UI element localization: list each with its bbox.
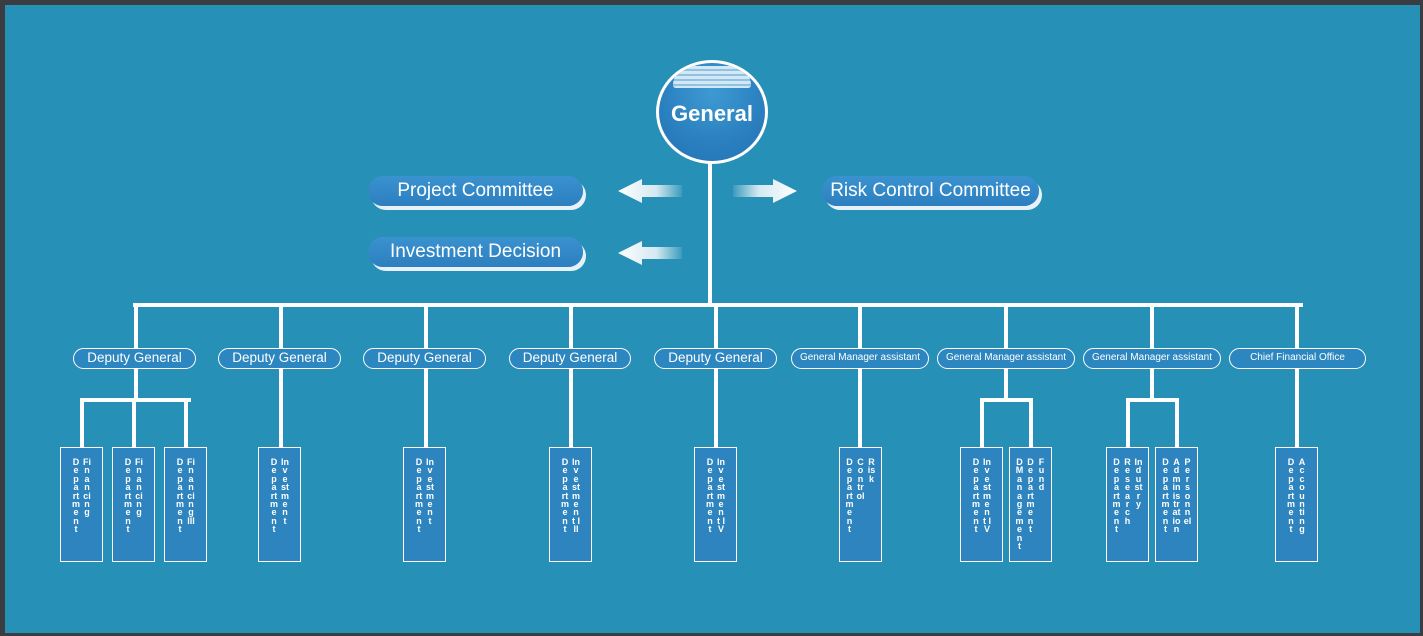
connector-line xyxy=(279,303,283,349)
risk-control-committee-box: Risk Control Committee xyxy=(822,176,1039,206)
deputy-general-node: Deputy General xyxy=(73,348,196,369)
general-manager-assistant-node: General Manager assistant xyxy=(937,348,1075,369)
department-name-column: Department xyxy=(845,457,854,535)
general-node: General xyxy=(656,60,768,164)
department-name-column: Investment xyxy=(281,457,290,526)
department-name-column: Control xyxy=(856,457,865,501)
connector-line xyxy=(184,398,188,448)
connector-line xyxy=(714,303,718,349)
arrow-right-icon xyxy=(733,179,797,203)
connector-horizontal-main xyxy=(133,303,1303,307)
department-name-column: Department xyxy=(176,457,185,535)
connector-line xyxy=(1150,303,1154,349)
connector-line xyxy=(1126,398,1130,448)
department-name-column: Department xyxy=(124,457,133,535)
department-name-column: DManagement xyxy=(1015,457,1024,552)
department-name-column: Department xyxy=(972,457,981,535)
department-name-column: Department xyxy=(1112,457,1121,535)
department-name-column: Research xyxy=(1124,457,1131,526)
investment-decision-box: Investment Decision xyxy=(368,237,583,267)
chief-financial-office-node: Chief Financial Office xyxy=(1229,348,1366,369)
connector-line xyxy=(1175,398,1179,448)
arrow-left-icon xyxy=(618,241,682,265)
department-name-column: Financing xyxy=(135,457,143,518)
connector-line xyxy=(132,398,136,448)
connector-line xyxy=(1295,367,1299,448)
department-name-column: Department xyxy=(415,457,424,535)
department-name-column: Administration xyxy=(1172,457,1181,535)
department-name-column: Department xyxy=(1026,457,1035,535)
arrow-left-icon xyxy=(618,179,682,203)
deputy-general-node: Deputy General xyxy=(509,348,631,369)
connector-line xyxy=(1004,367,1008,401)
department-name-column: Department xyxy=(1161,457,1170,535)
connector-line xyxy=(1004,303,1008,349)
department-name-column: Department xyxy=(72,457,81,535)
department-name-column: Department xyxy=(561,457,570,535)
connector-line xyxy=(569,303,573,349)
connector-trunk xyxy=(708,161,712,307)
connector-line xyxy=(1150,367,1154,401)
department-name-column: Investment III xyxy=(572,457,581,535)
department-name-column: Investment IV xyxy=(983,457,992,535)
connector-line xyxy=(424,367,428,448)
project-committee-box: Project Committee xyxy=(368,176,583,206)
connector-line xyxy=(134,303,138,349)
connector-line xyxy=(134,367,138,401)
deputy-general-node: Deputy General xyxy=(654,348,777,369)
connector-line xyxy=(1029,398,1033,448)
connector-line xyxy=(858,367,862,448)
gloss-highlight xyxy=(673,66,751,88)
department-name-column: Accounting xyxy=(1298,457,1306,535)
connector-line xyxy=(980,398,984,448)
org-chart-canvas: General Project Committee Risk Control C… xyxy=(5,5,1420,633)
department-name-column: Department xyxy=(270,457,279,535)
department-name-column: Investment xyxy=(426,457,435,526)
connector-line xyxy=(858,303,862,349)
department-name-column: Financing xyxy=(83,457,91,518)
connector-line xyxy=(1295,303,1299,349)
connector-line xyxy=(424,303,428,349)
department-name-column: Risk xyxy=(867,457,876,484)
connector-line xyxy=(569,367,573,448)
department-name-column: Department xyxy=(706,457,715,535)
deputy-general-node: Deputy General xyxy=(218,348,341,369)
connector-line xyxy=(279,367,283,448)
department-name-column: Personnel xyxy=(1183,457,1192,526)
connector-line xyxy=(714,367,718,448)
department-name-column: Investment IV xyxy=(717,457,726,535)
department-name-column: Industry xyxy=(1134,457,1143,510)
department-name-column: Financing III xyxy=(187,457,195,526)
department-name-column: Fund xyxy=(1038,457,1045,493)
general-label: General xyxy=(671,101,753,126)
deputy-general-node: Deputy General xyxy=(363,348,486,369)
general-manager-assistant-node: General Manager assistant xyxy=(791,348,929,369)
department-name-column: Department xyxy=(1287,457,1296,535)
general-manager-assistant-node: General Manager assistant xyxy=(1083,348,1221,369)
connector-line xyxy=(80,398,84,448)
